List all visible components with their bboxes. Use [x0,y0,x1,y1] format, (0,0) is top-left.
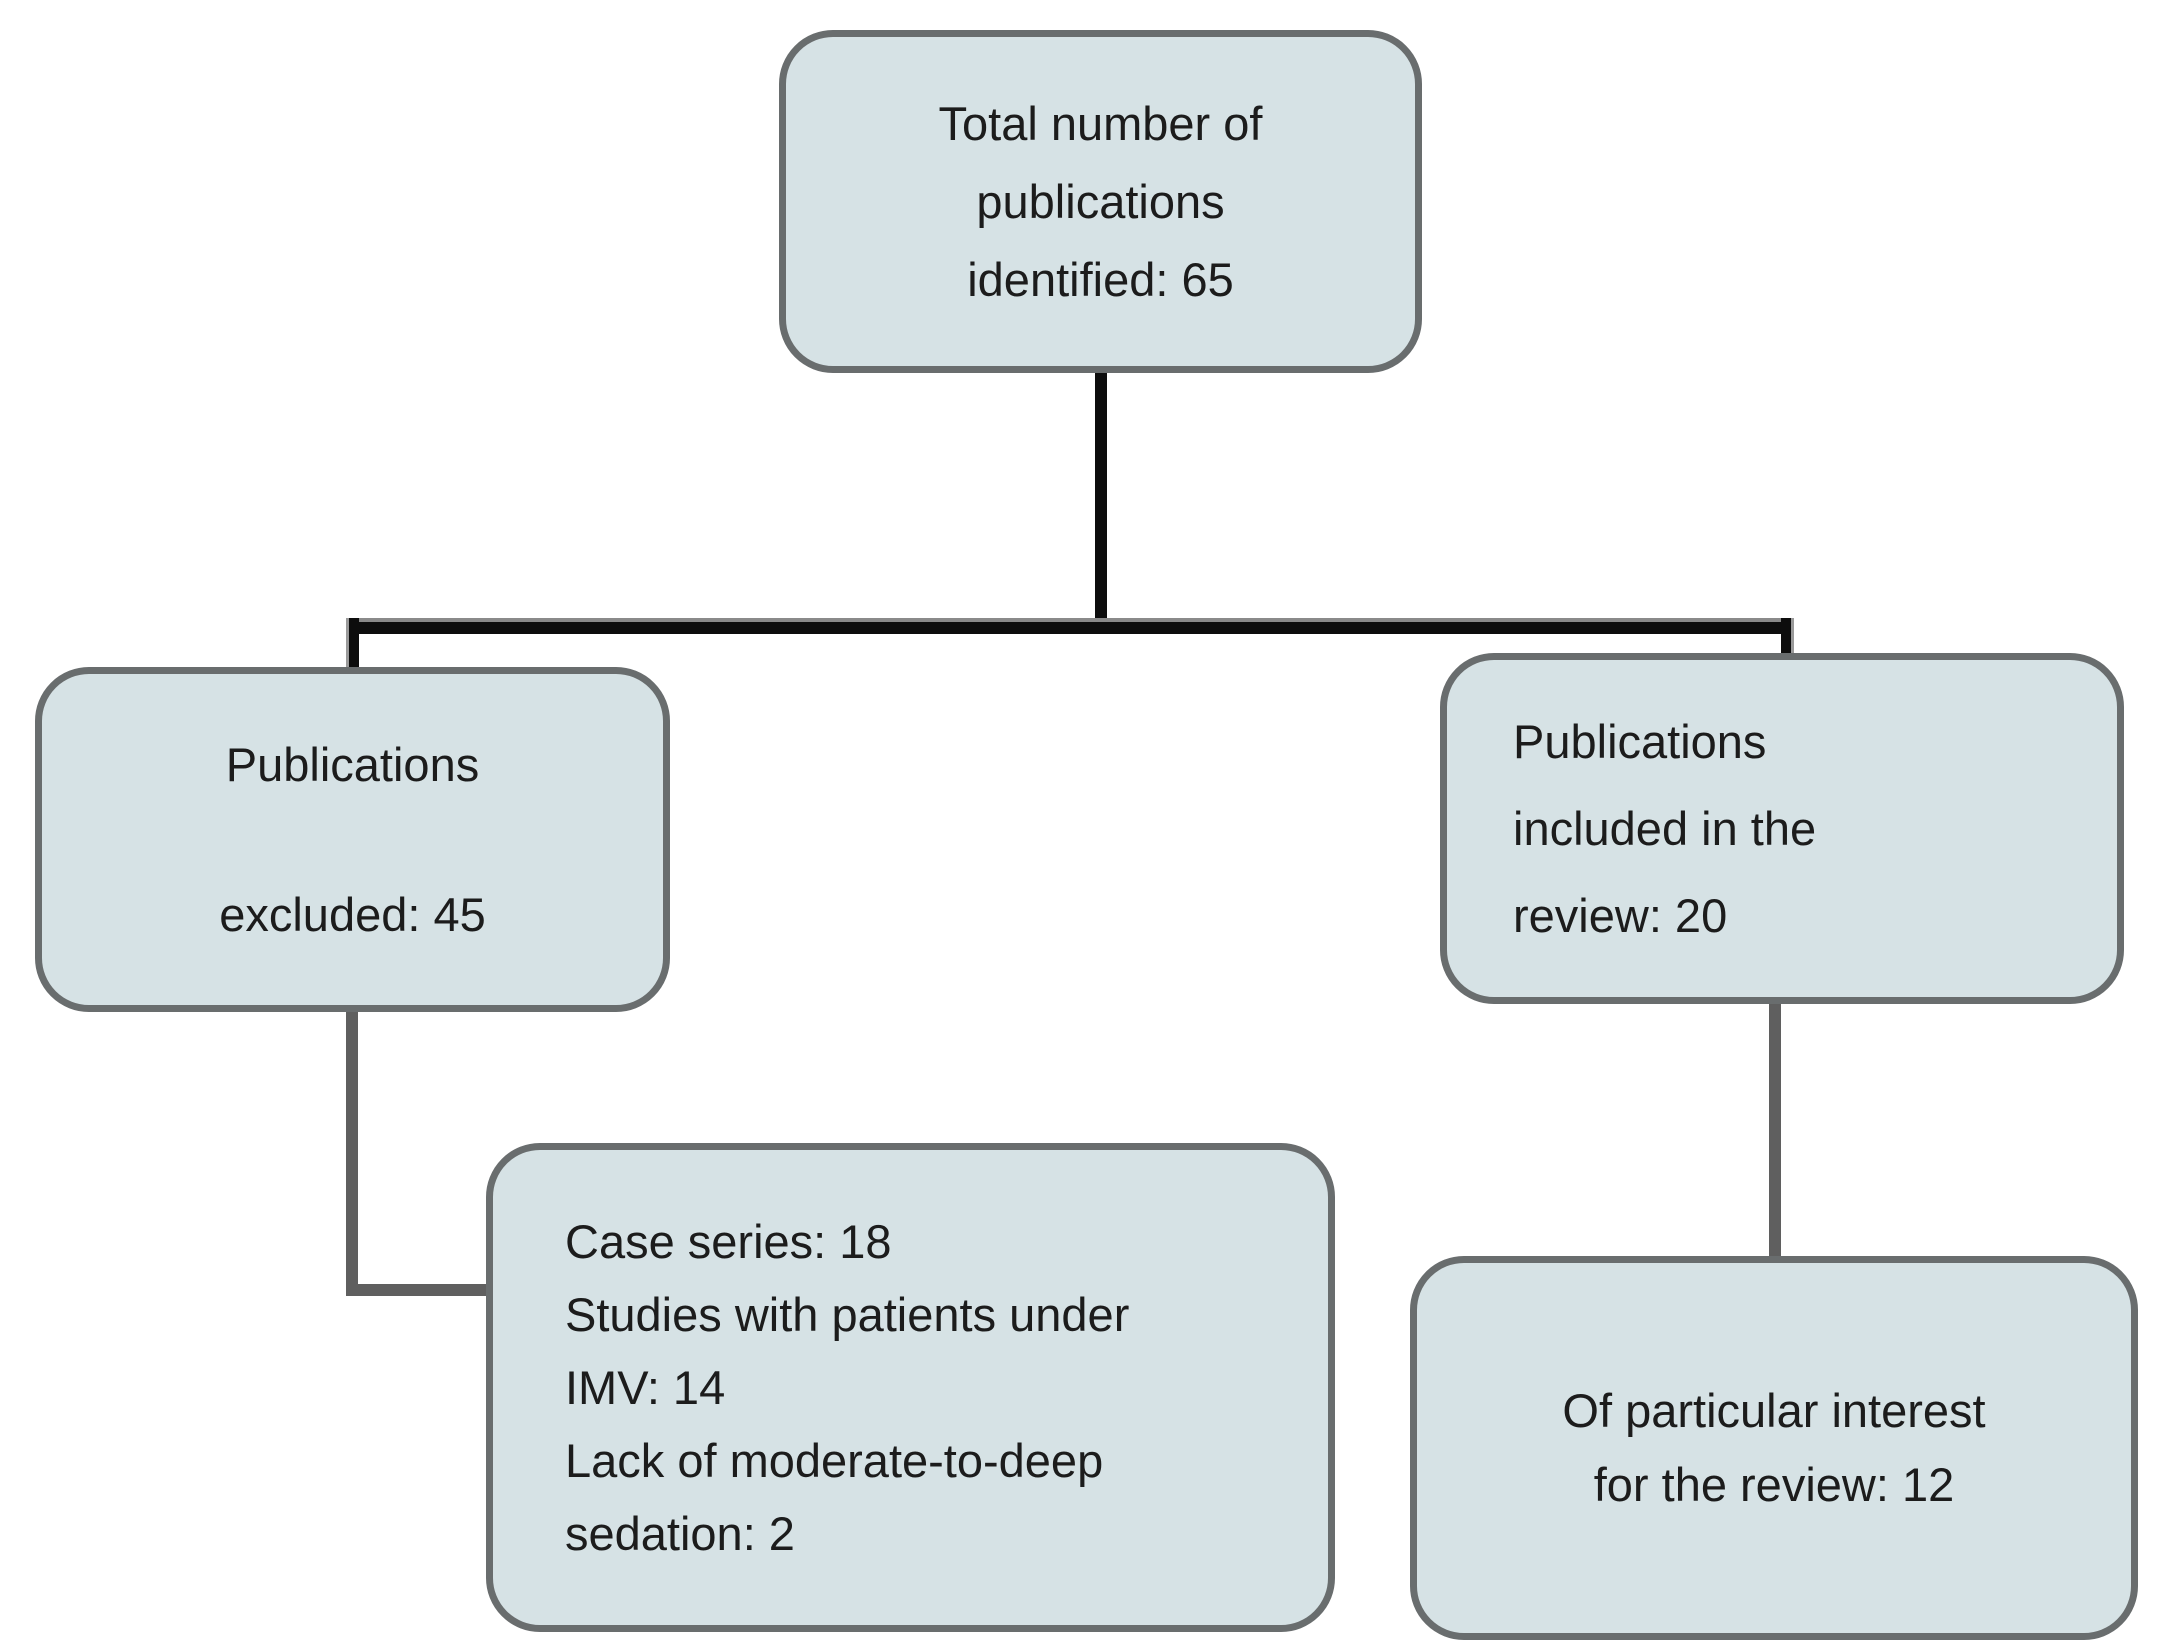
particular-interest-text: Of particular interest for the review: 1… [1562,1384,1986,1511]
connector-branch-horizontal [346,618,1794,634]
publications-excluded-text: Publications excluded: 45 [219,738,486,941]
connector-excluded-to-reasons-vertical [346,1008,358,1296]
connector-excluded-to-reasons-horizontal [346,1284,491,1296]
total-publications-text: Total number of publications identified:… [938,96,1263,306]
connector-total-to-branch [1095,371,1107,623]
connector-included-to-interest [1769,1000,1781,1258]
exclusion-reasons-box: Case series: 18 Studies with patients un… [486,1143,1335,1632]
exclusion-reasons-text: Case series: 18 Studies with patients un… [565,1215,1130,1560]
publications-included-box: Publications included in the review: 20 [1440,653,2124,1004]
particular-interest-box: Of particular interest for the review: 1… [1410,1256,2138,1640]
total-publications-box: Total number of publications identified:… [779,30,1422,373]
connector-branch-to-included [1781,618,1794,659]
connector-branch-to-excluded [346,618,359,671]
publications-excluded-box: Publications excluded: 45 [35,667,670,1012]
publications-included-text: Publications included in the review: 20 [1513,715,1817,942]
